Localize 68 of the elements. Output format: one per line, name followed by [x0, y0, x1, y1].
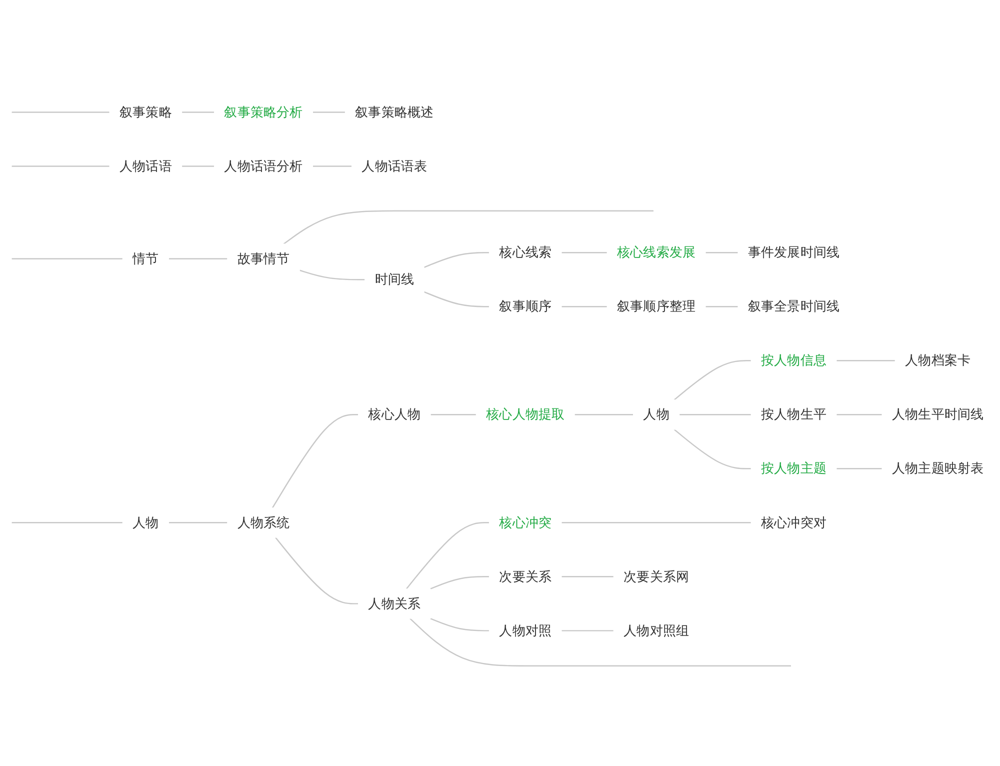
connector: [561, 576, 614, 578]
connector: [406, 522, 490, 590]
node-text: 人物: [132, 514, 159, 530]
connector: [272, 414, 358, 508]
node-text: 叙事策略分析: [224, 104, 303, 120]
connector: [679, 414, 752, 416]
connector: [430, 618, 490, 632]
connector: [424, 291, 490, 308]
node-text: 人物档案卡: [905, 352, 971, 368]
node-text: 核心线索发展: [617, 244, 696, 260]
node-text: 核心冲突对: [761, 514, 827, 530]
node-text: 人物对照: [499, 622, 552, 638]
connector: [430, 576, 490, 590]
connector: [561, 306, 608, 308]
node-text: 人物对照组: [624, 622, 690, 638]
connector: [674, 428, 752, 470]
connector: [182, 166, 214, 167]
connector: [410, 618, 792, 667]
connector: [299, 270, 365, 280]
node-text: 人物生平时间线: [892, 406, 984, 422]
node-text: 次要关系: [499, 568, 552, 584]
connector: [312, 166, 352, 167]
node-text: 事件发展时间线: [748, 244, 840, 260]
connector: [705, 306, 738, 308]
connector: [11, 522, 123, 524]
connector: [705, 252, 738, 254]
node-text: 人物关系: [368, 596, 421, 612]
connector: [11, 258, 123, 260]
node-text: 核心人物: [368, 406, 421, 422]
connector: [674, 360, 752, 400]
node-text: 人物话语表: [362, 158, 428, 174]
connector: [168, 522, 228, 524]
connector: [182, 112, 214, 113]
node-text: 人物话语分析: [224, 158, 303, 174]
connector: [424, 252, 490, 268]
connector: [836, 360, 896, 362]
node-text: 叙事全景时间线: [748, 298, 840, 314]
connector: [11, 166, 110, 167]
connector: [168, 258, 228, 260]
node-text: 叙事策略概述: [355, 104, 434, 120]
node-text: 人物: [643, 406, 670, 422]
connector: [312, 112, 346, 113]
node-text: 按人物主题: [761, 460, 827, 476]
node-text: 时间线: [374, 272, 414, 288]
connector: [11, 112, 110, 113]
node-text: 故事情节: [237, 250, 290, 266]
connector: [283, 210, 654, 245]
connector: [430, 414, 476, 416]
connector: [274, 537, 358, 604]
node-text: 按人物信息: [761, 352, 827, 368]
node-text: 核心人物提取: [486, 406, 565, 422]
node-text: 按人物生平: [761, 406, 827, 422]
connector: [836, 414, 882, 416]
node-text: 叙事顺序: [499, 298, 552, 314]
node-text: 叙事策略: [119, 104, 172, 120]
connector: [561, 252, 608, 254]
connector: [574, 414, 634, 416]
node-text: 人物系统: [237, 514, 290, 530]
node-text: 人物主题映射表: [892, 460, 984, 476]
node-text: 次要关系网: [624, 568, 690, 584]
connector: [561, 522, 752, 524]
node-text: 情节: [132, 250, 159, 266]
node-text: 核心线索: [499, 244, 552, 260]
connector: [561, 630, 614, 632]
node-text: 人物话语: [119, 158, 172, 174]
node-text: 核心冲突: [499, 514, 552, 530]
connector: [836, 468, 882, 470]
node-text: 叙事顺序整理: [617, 298, 696, 314]
